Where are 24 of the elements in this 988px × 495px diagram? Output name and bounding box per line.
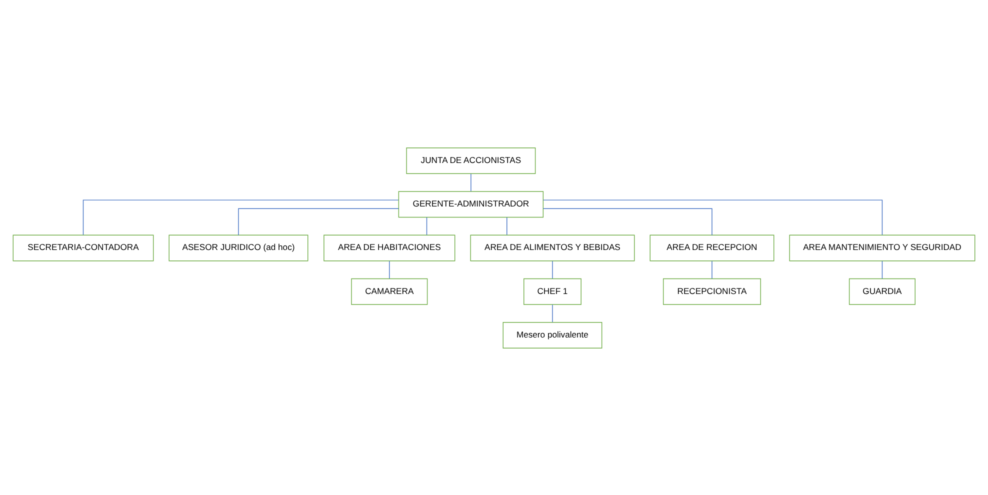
node-box: SECRETARIA-CONTADORA xyxy=(12,234,154,261)
connector xyxy=(506,216,508,235)
connector xyxy=(82,199,399,235)
connector xyxy=(238,208,400,235)
node-box: JUNTA DE ACCIONISTAS xyxy=(406,147,536,174)
node-box: RECEPCIONISTA xyxy=(662,278,761,304)
node-box: AREA DE HABITACIONES xyxy=(324,234,456,261)
node-box: CAMARERA xyxy=(351,278,428,304)
node-box: AREA DE RECEPCION xyxy=(650,234,774,261)
connector xyxy=(426,216,428,235)
node-box: ASESOR JURIDICO (ad hoc) xyxy=(168,234,308,261)
connector xyxy=(389,260,390,278)
node-box: CHEF 1 xyxy=(524,278,582,304)
connector xyxy=(542,199,883,235)
connector xyxy=(470,172,472,192)
connector xyxy=(552,260,553,278)
node-box: Mesero polivalente xyxy=(502,322,602,348)
node-box: AREA DE ALIMENTOS Y BEBIDAS xyxy=(470,234,635,261)
node-box: GUARDIA xyxy=(848,278,916,304)
node-box: GERENTE-ADMINISTRADOR xyxy=(398,190,544,218)
connector xyxy=(882,260,883,278)
node-box: AREA MANTENIMIENTO Y SEGURIDAD xyxy=(789,234,976,261)
connector xyxy=(542,208,712,235)
connector xyxy=(552,304,553,322)
